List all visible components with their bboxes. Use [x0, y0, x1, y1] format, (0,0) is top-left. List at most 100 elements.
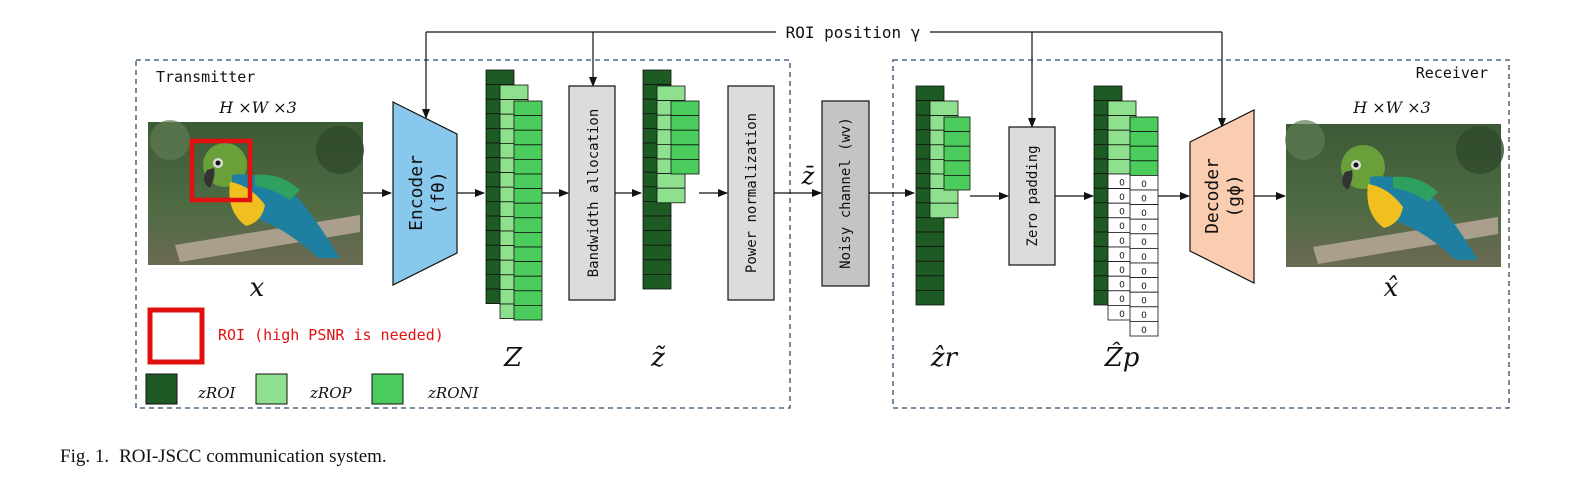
- zpad-roni-zero: 0: [1141, 209, 1147, 219]
- z-roni-cell: [513, 173, 543, 190]
- encoder-label: Encoder: [406, 155, 427, 231]
- ztilde-roni-cell: [670, 129, 700, 146]
- zhat-roi-cell: [915, 289, 945, 306]
- zpad-roni-zero: 0: [1141, 326, 1147, 336]
- zhat-roni-cell: [943, 145, 971, 162]
- zpad-roni-cell: [1129, 131, 1159, 147]
- roi-position-lines: [422, 31, 1226, 128]
- roi-position-label: ROI position γ: [786, 23, 921, 42]
- z-roni-cell: [513, 231, 543, 248]
- zpad-roni-zero: 0: [1141, 267, 1147, 277]
- caption-text: ROI-JSCC communication system.: [119, 446, 387, 467]
- ztilde-roi-cell: [642, 273, 672, 290]
- latent-symbol: Z: [503, 343, 523, 373]
- zpad-rop-zero: 0: [1119, 178, 1125, 188]
- zhat-roni-cell: [943, 174, 971, 191]
- zhat-roni-cell: [943, 131, 971, 147]
- zpad-rop-cell: [1107, 100, 1137, 117]
- zpad-rop-zero: 0: [1119, 193, 1125, 203]
- z-roni-cell: [513, 246, 543, 263]
- input-dims: H ×W ×3: [218, 98, 297, 117]
- zpad-roni-zero: 0: [1141, 311, 1147, 321]
- ztilde-rop-cell: [656, 173, 686, 189]
- encoder-block: [392, 101, 458, 286]
- zhat-roni-cell: [943, 116, 971, 133]
- legend-label-zrop: zROP: [309, 384, 352, 402]
- z-roni-cell: [513, 202, 543, 219]
- ztilde-roni-cell: [670, 158, 700, 175]
- z-roni-cell: [513, 129, 543, 146]
- zhat-rop-cell: [929, 188, 959, 204]
- input-image: [148, 120, 364, 265]
- z-rop-cell: [499, 84, 529, 101]
- noisy-channel-label: Noisy channel (wv): [838, 117, 854, 269]
- z-roi-cell: [485, 69, 515, 86]
- figure-caption: Fig. 1. ROI-JSCC communication system.: [60, 446, 397, 468]
- ztilde-rop-cell: [656, 187, 686, 204]
- transmitter-title: Transmitter: [156, 68, 255, 86]
- ztilde-roni-cell: [670, 115, 700, 131]
- padded-symbol: Ẑp: [1104, 341, 1140, 373]
- z-roni-cell: [513, 100, 543, 117]
- zpad-roni-zero: 0: [1141, 297, 1147, 307]
- zhat-roi-cell: [915, 85, 945, 102]
- zhat-roni-cell: [943, 160, 971, 176]
- ztilde-roi-cell: [642, 200, 672, 217]
- decoder-label: Decoder: [1202, 158, 1223, 234]
- zpad-roni-zero: 0: [1141, 194, 1147, 204]
- zpad-rop-zero: 0: [1119, 237, 1125, 247]
- noisy-channel-block: [821, 100, 870, 287]
- receiver-region: [892, 59, 1510, 409]
- z-roni-cell: [513, 158, 543, 175]
- decoder-param: (gϕ): [1224, 174, 1245, 217]
- receiver-title: Receiver: [1416, 64, 1488, 82]
- ztilde-roi-cell: [642, 244, 672, 261]
- z-roni-cell: [513, 144, 543, 160]
- z-roni-cell: [513, 290, 543, 306]
- z-roni-cell: [513, 275, 543, 292]
- legend-roi-text: ROI (high PSNR is needed): [218, 326, 444, 344]
- zhat-rop-cell: [929, 100, 959, 117]
- ztilde-roi-cell: [642, 230, 672, 246]
- zpad-rop-zero: 0: [1119, 251, 1125, 261]
- z-roni-cell: [513, 217, 543, 233]
- zpad-roni-zero: 0: [1141, 224, 1147, 234]
- caption-prefix: Fig. 1.: [60, 446, 110, 467]
- output-symbol: x̂: [1384, 273, 1399, 303]
- output-image: [1285, 120, 1504, 267]
- legend-roi-swatch: [147, 307, 205, 365]
- zhat-rop-cell: [929, 202, 959, 219]
- z-roni-cell: [513, 261, 543, 277]
- legend-label-zroni: zRONI: [427, 384, 480, 402]
- zpad-roni-cell: [1129, 116, 1159, 133]
- legend-swatch-zrop: [255, 373, 288, 405]
- bandwidth-allocation-label: Bandwidth allocation: [586, 109, 602, 278]
- legend-swatch-zroi: [145, 373, 178, 405]
- zero-padding-label: Zero padding: [1025, 145, 1041, 246]
- zhat-roi-cell: [915, 216, 945, 233]
- ztilde-roi-cell: [642, 215, 672, 232]
- zhat-roi-cell: [915, 246, 945, 262]
- ztilde-roi-cell: [642, 69, 672, 86]
- z-roni-cell: [513, 188, 543, 204]
- ztilde-roni-cell: [670, 144, 700, 160]
- zpad-roni-cell: [1129, 145, 1159, 162]
- z-roni-cell: [513, 304, 543, 321]
- power-normalization-block: [727, 85, 775, 301]
- z-roni-cell: [513, 115, 543, 131]
- input-symbol: x: [250, 273, 265, 303]
- zhat-roi-cell: [915, 275, 945, 291]
- zpad-rop-zero: 0: [1119, 222, 1125, 232]
- zpad-rop-zero: 0: [1119, 266, 1125, 276]
- zpad-roni-cell: [1129, 160, 1159, 176]
- zpad-rop-zero: 0: [1119, 281, 1125, 291]
- zpad-roi-cell: [1093, 85, 1123, 102]
- decoder-block: [1189, 109, 1255, 284]
- zpad-rop-zero: 0: [1119, 310, 1125, 320]
- legend-swatch-zroni: [371, 373, 404, 405]
- transmitter-region: [135, 59, 791, 409]
- zhat-roi-cell: [915, 231, 945, 248]
- ztilde-rop-cell: [656, 85, 686, 102]
